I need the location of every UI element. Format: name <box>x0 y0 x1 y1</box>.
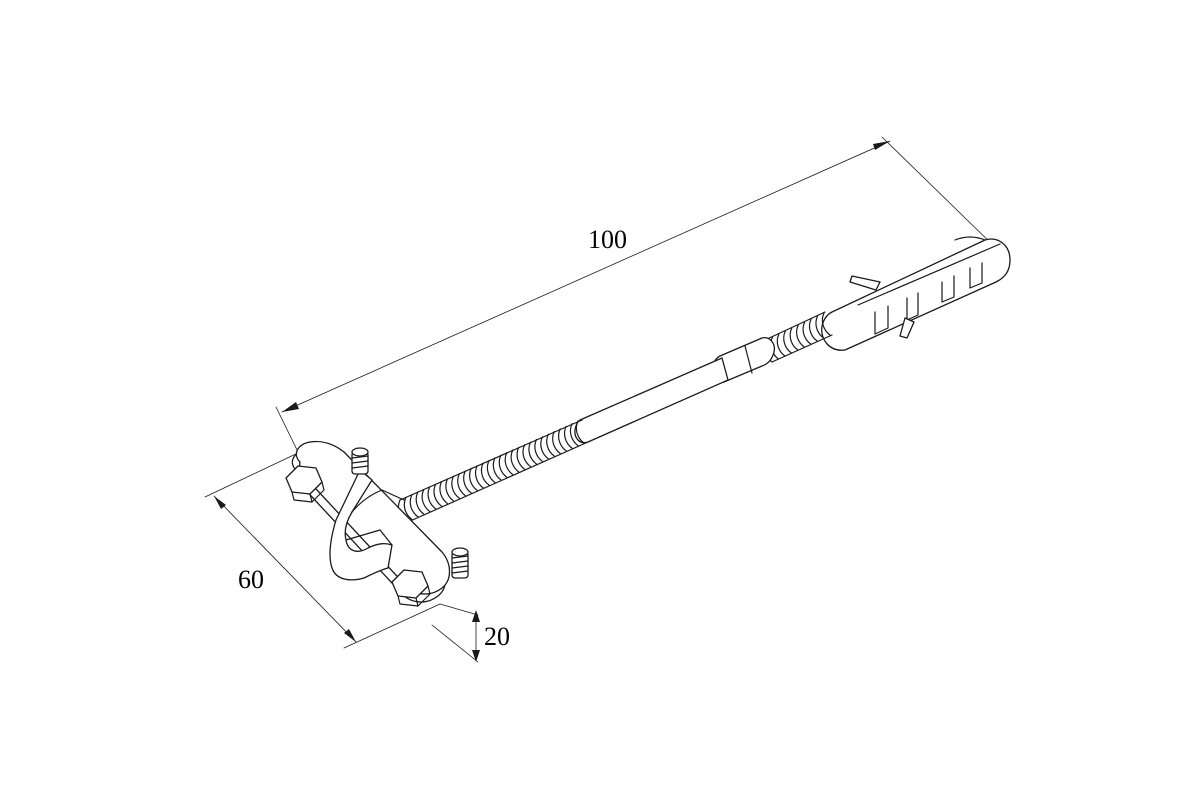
width-dimension: 60 <box>204 451 441 649</box>
thread-ridge <box>821 312 831 336</box>
thread-ridge <box>421 488 431 513</box>
thread-ridge <box>469 467 478 491</box>
length-extension-right <box>881 136 1001 253</box>
width-extension-top <box>204 451 301 498</box>
width-arrow-bottom <box>344 629 356 642</box>
thread-ridge <box>427 486 437 510</box>
anchor-slot-3 <box>941 275 955 303</box>
height-dimension: 20 <box>431 603 510 663</box>
height-extension-top <box>439 603 479 616</box>
length-dimension-line <box>281 140 891 413</box>
anchor-seam <box>857 243 1001 306</box>
height-arrow-top <box>472 610 480 622</box>
length-extension-left <box>275 406 301 457</box>
thread-ridge <box>415 491 425 515</box>
anchor-tip <box>954 236 986 241</box>
thread-ridge <box>433 483 443 507</box>
thread-ridge <box>474 465 484 489</box>
anchor-body <box>821 238 1011 351</box>
thread-ridge <box>558 428 567 452</box>
thread-ridge <box>463 470 472 494</box>
thread-ridge <box>409 494 419 518</box>
thread-ridge <box>451 475 460 499</box>
thread-ridge <box>486 459 496 484</box>
thread-ridge <box>480 462 490 486</box>
thread-ridge <box>522 444 532 468</box>
thread-ridge <box>802 321 812 345</box>
width-arrow-top <box>214 496 226 509</box>
anchor-wing-top <box>849 275 881 291</box>
clamp-bracket <box>285 440 469 607</box>
anchor-thread <box>763 311 833 363</box>
smooth-rod <box>574 337 776 444</box>
length-label: 100 <box>588 225 627 254</box>
anchor-slot-1 <box>874 305 889 335</box>
width-label: 60 <box>238 565 264 594</box>
thread-ridge <box>540 436 549 460</box>
thread-ridge <box>815 315 825 339</box>
thread-ridge <box>569 423 579 447</box>
height-extension-bottom <box>431 624 479 663</box>
thread-ridge <box>528 441 538 465</box>
thread-ridge <box>445 478 455 502</box>
thread-ridge <box>457 473 466 497</box>
thread-ridge <box>510 449 520 473</box>
length-dimension: 100 <box>275 136 1001 457</box>
thread-ridge <box>439 480 449 505</box>
wall-anchor <box>821 236 1011 351</box>
stud-bottom-right <box>451 547 469 579</box>
thread-ridge <box>498 454 508 478</box>
thread-ridge <box>563 425 573 449</box>
thread-ridge <box>575 420 585 444</box>
rod-shaft <box>574 357 729 444</box>
thread-ridge <box>796 324 805 348</box>
width-extension-bottom <box>343 603 441 649</box>
thread-ridge <box>534 438 544 463</box>
length-arrow-right <box>873 141 890 150</box>
height-arrow-bottom <box>472 650 480 662</box>
width-dimension-line <box>213 495 357 643</box>
anchor-slot-2 <box>906 292 919 321</box>
height-label: 20 <box>484 622 510 651</box>
thread-ridge <box>504 452 514 476</box>
thread-ridge <box>783 330 792 354</box>
anchor-wing-bottom <box>899 317 915 339</box>
anchor-slot-4 <box>969 262 983 289</box>
thread-ridge <box>403 496 413 520</box>
stud-top-right <box>351 447 369 475</box>
thread-ridge <box>789 327 799 351</box>
length-arrow-left <box>282 402 299 412</box>
thread-ridge <box>552 430 561 455</box>
long-thread <box>397 419 589 523</box>
thread-ridge <box>516 446 526 470</box>
thread-ridge <box>546 433 555 457</box>
thread-ridge <box>492 457 502 481</box>
thread-ridge <box>808 318 818 342</box>
thread-ridge <box>776 333 786 357</box>
